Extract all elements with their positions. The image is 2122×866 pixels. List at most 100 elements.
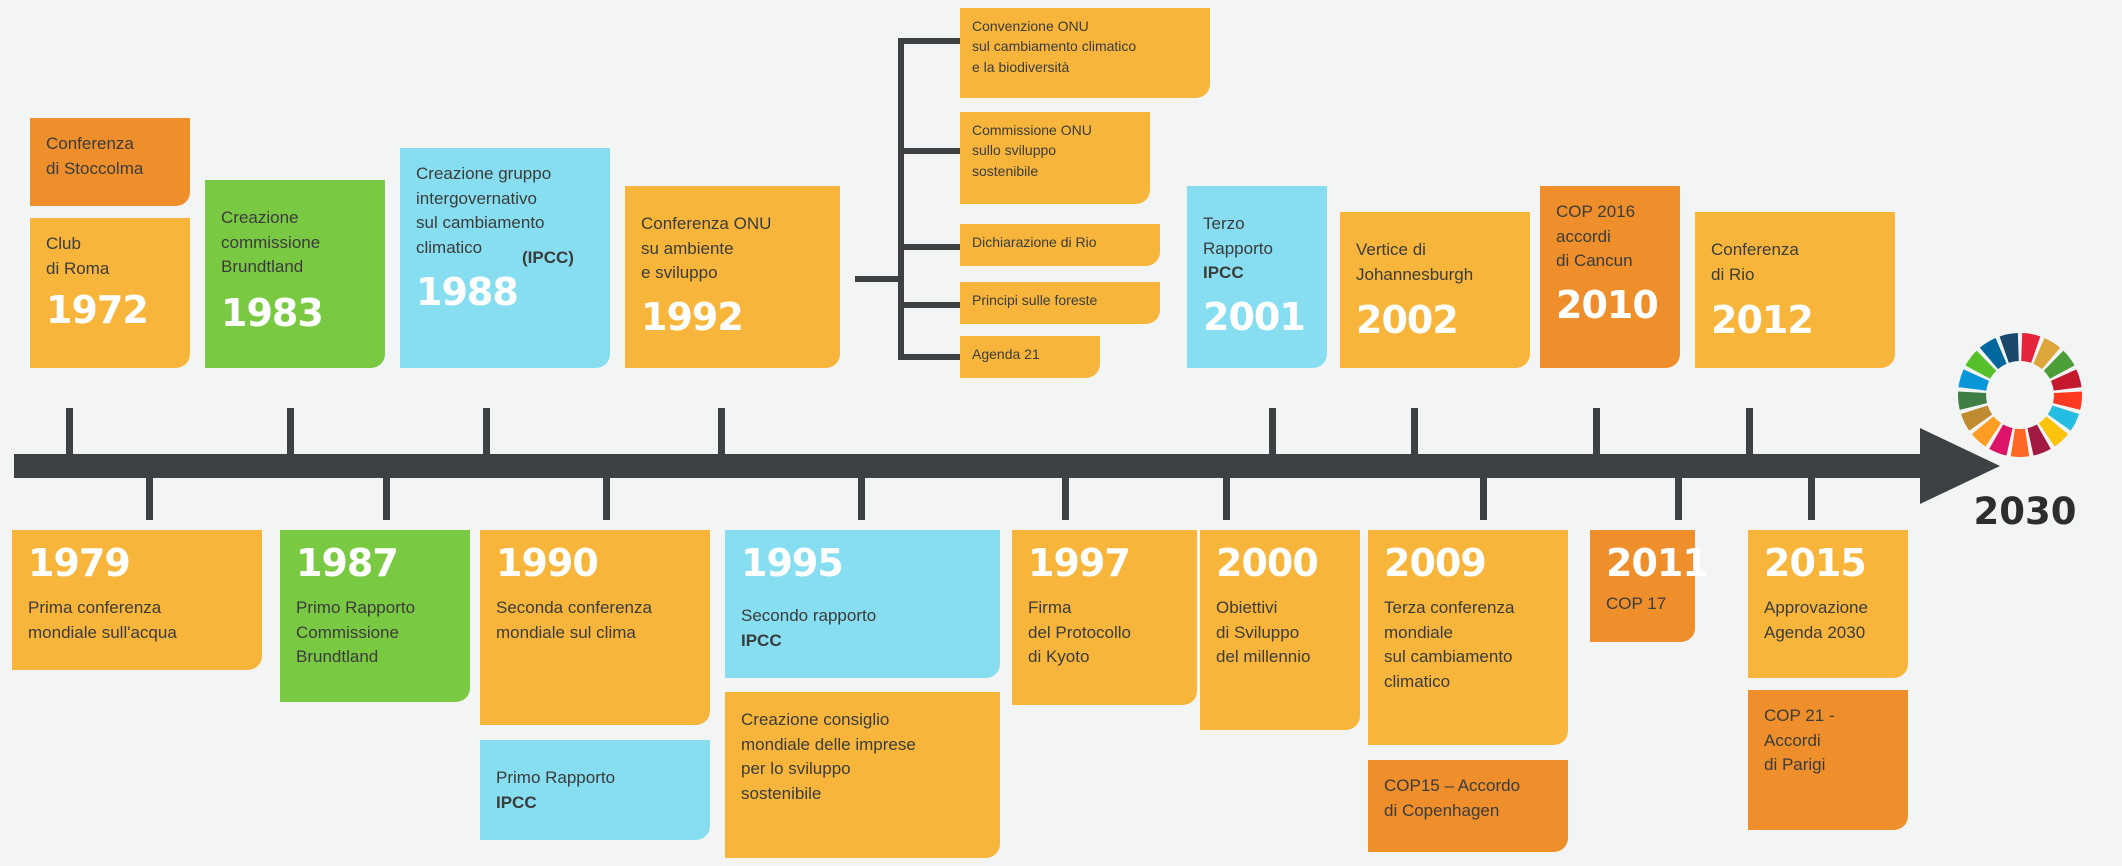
tick-2010 [1593, 408, 1600, 456]
event-text: Primo Rapporto Commissione Brundtland [296, 598, 416, 667]
rio-bracket-stem [855, 276, 901, 282]
rio-outcome-card: Convenzione ONU sul cambiamento climatic… [960, 8, 1210, 98]
event-year: 2009 [1384, 541, 1487, 585]
event-card-1983: Creazione commissione Brundtland 1983 [205, 180, 385, 368]
event-text: Creazione commissione Brundtland [221, 208, 321, 277]
rio-bracket-arm [898, 354, 960, 360]
rio-bracket-arm [898, 38, 960, 44]
event-card-2015: 2015 Approvazione Agenda 2030 [1748, 530, 1908, 678]
event-year: 2011 [1606, 541, 1709, 585]
tick-2001 [1269, 408, 1276, 456]
tick-2012 [1746, 408, 1753, 456]
event-bold: IPCC [496, 792, 537, 812]
sdg-wheel-segment [2053, 391, 2082, 410]
sdg-wheel-segment [1958, 391, 1987, 410]
rio-outcome-text: Convenzione ONU sul cambiamento climatic… [972, 18, 1137, 75]
rio-bracket-arm [898, 302, 960, 308]
tick-2000 [1223, 476, 1230, 520]
sdg-wheel-segment [2033, 338, 2061, 370]
event-card-1997: 1997 Firma del Protocollo di Kyoto [1012, 530, 1197, 705]
tick-1988 [483, 408, 490, 456]
sdg-wheel-segment [1965, 350, 1997, 379]
event-bold: IPCC [1203, 263, 1244, 283]
tick-1995 [858, 476, 865, 520]
event-card-2011: 2011 COP 17 [1590, 530, 1709, 642]
event-card-2012: Conferenza di Rio 2012 [1695, 212, 1895, 368]
event-year: 1997 [1028, 541, 1131, 585]
event-text: Vertice di Johannesburgh [1356, 240, 1474, 284]
sdg-wheel-segment [2043, 350, 2075, 379]
event-year: 1990 [496, 541, 599, 585]
event-year: 2001 [1203, 294, 1306, 339]
tick-1990 [603, 476, 610, 520]
event-card-2010: COP 2016 accordi di Cancun 2010 [1540, 186, 1680, 368]
event-card-1987: 1987 Primo Rapporto Commissione Brundtla… [280, 530, 470, 702]
rio-outcome-text: Commissione ONU sullo sviluppo sostenibi… [972, 122, 1092, 179]
sdg-wheel-segment [2010, 428, 2030, 457]
event-year: 2012 [1711, 298, 1814, 343]
rio-outcome-text: Agenda 21 [972, 346, 1040, 362]
rio-outcome-card: Commissione ONU sullo sviluppo sostenibi… [960, 112, 1150, 204]
event-card-1988: Creazione gruppo intergovernativo sul ca… [400, 148, 610, 368]
event-card-2009: 2009 Terza conferenza mondiale sul cambi… [1368, 530, 1568, 745]
event-card-1992: Conferenza ONU su ambiente e sviluppo 19… [625, 186, 840, 368]
event-text: Creazione consiglio mondiale delle impre… [741, 710, 916, 803]
event-text: Creazione gruppo intergovernativo sul ca… [416, 164, 552, 257]
rio-outcome-card: Agenda 21 [960, 336, 1100, 378]
event-card-2002: Vertice di Johannesburgh 2002 [1340, 212, 1530, 368]
event-year: 1987 [296, 541, 399, 585]
tick-2009 [1480, 476, 1487, 520]
event-card-1995-wbcsd: Creazione consiglio mondiale delle impre… [725, 692, 1000, 858]
event-year: 1995 [741, 541, 844, 585]
event-text: Conferenza di Rio [1711, 240, 1799, 284]
tick-1992 [718, 408, 725, 456]
event-card-2000: 2000 Obiettivi di Sviluppo del millennio [1200, 530, 1360, 730]
sdg-wheel-segment [2047, 405, 2080, 431]
rio-outcome-card: Dichiarazione di Rio [960, 224, 1160, 266]
tick-2011 [1675, 476, 1682, 520]
tick-1972 [66, 408, 73, 456]
rio-bracket-spine [898, 38, 904, 360]
event-text: Secondo rapporto [741, 606, 877, 625]
rio-outcome-card: Principi sulle foreste [960, 282, 1160, 324]
event-year: 2015 [1764, 541, 1867, 585]
event-text: COP 21 - Accordi di Parigi [1764, 706, 1835, 775]
tick-1979 [146, 476, 153, 520]
event-text: Obiettivi di Sviluppo del millennio [1216, 598, 1311, 667]
event-text: Primo Rapporto [496, 768, 616, 787]
event-card-2015-cop21: COP 21 - Accordi di Parigi [1748, 690, 1908, 830]
event-card-1990-ipcc: Primo Rapporto IPCC [480, 740, 710, 840]
sdg-wheel-segment [2021, 333, 2041, 363]
sdg-wheel-segment [1958, 369, 1990, 391]
event-card-stoccolma: Conferenza di Stoccolma [30, 118, 190, 206]
rio-outcome-text: Principi sulle foreste [972, 292, 1098, 308]
sdg-wheel-segment [1971, 416, 2002, 447]
event-text: Seconda conferenza mondiale sul clima [496, 598, 652, 642]
rio-bracket-arm [898, 244, 960, 250]
event-year: 2010 [1556, 282, 1659, 327]
event-year: 1983 [221, 290, 324, 335]
sdg-wheel-segment [2038, 416, 2069, 447]
event-text: COP15 – Accordo di Copenhagen [1384, 776, 1521, 820]
event-card-1995: 1995 Secondo rapporto IPCC [725, 530, 1000, 678]
event-text: Approvazione Agenda 2030 [1764, 598, 1868, 642]
event-text: Club di Roma [46, 234, 110, 278]
event-year: 1979 [28, 541, 131, 585]
goal-year: 2030 [1973, 490, 2077, 533]
tick-2015 [1808, 476, 1815, 520]
event-card-1990: 1990 Seconda conferenza mondiale sul cli… [480, 530, 710, 725]
event-text: Firma del Protocollo di Kyoto [1028, 598, 1132, 667]
event-year: 1992 [641, 294, 744, 339]
event-year: 2000 [1216, 541, 1319, 585]
sdg-wheel-segment [1979, 338, 2007, 370]
event-text: COP 17 [1606, 594, 1667, 613]
timeline-axis [14, 454, 1922, 478]
event-text: Terzo Rapporto [1203, 214, 1273, 258]
event-year: 1988 [416, 269, 519, 314]
sdg-wheel-icon [1958, 333, 2082, 457]
event-bold: IPCC [741, 630, 782, 650]
event-card-1979: 1979 Prima conferenza mondiale sull'acqu… [12, 530, 262, 670]
tick-1997 [1062, 476, 1069, 520]
tick-1987 [383, 476, 390, 520]
event-text: COP 2016 accordi di Cancun [1556, 202, 1636, 271]
